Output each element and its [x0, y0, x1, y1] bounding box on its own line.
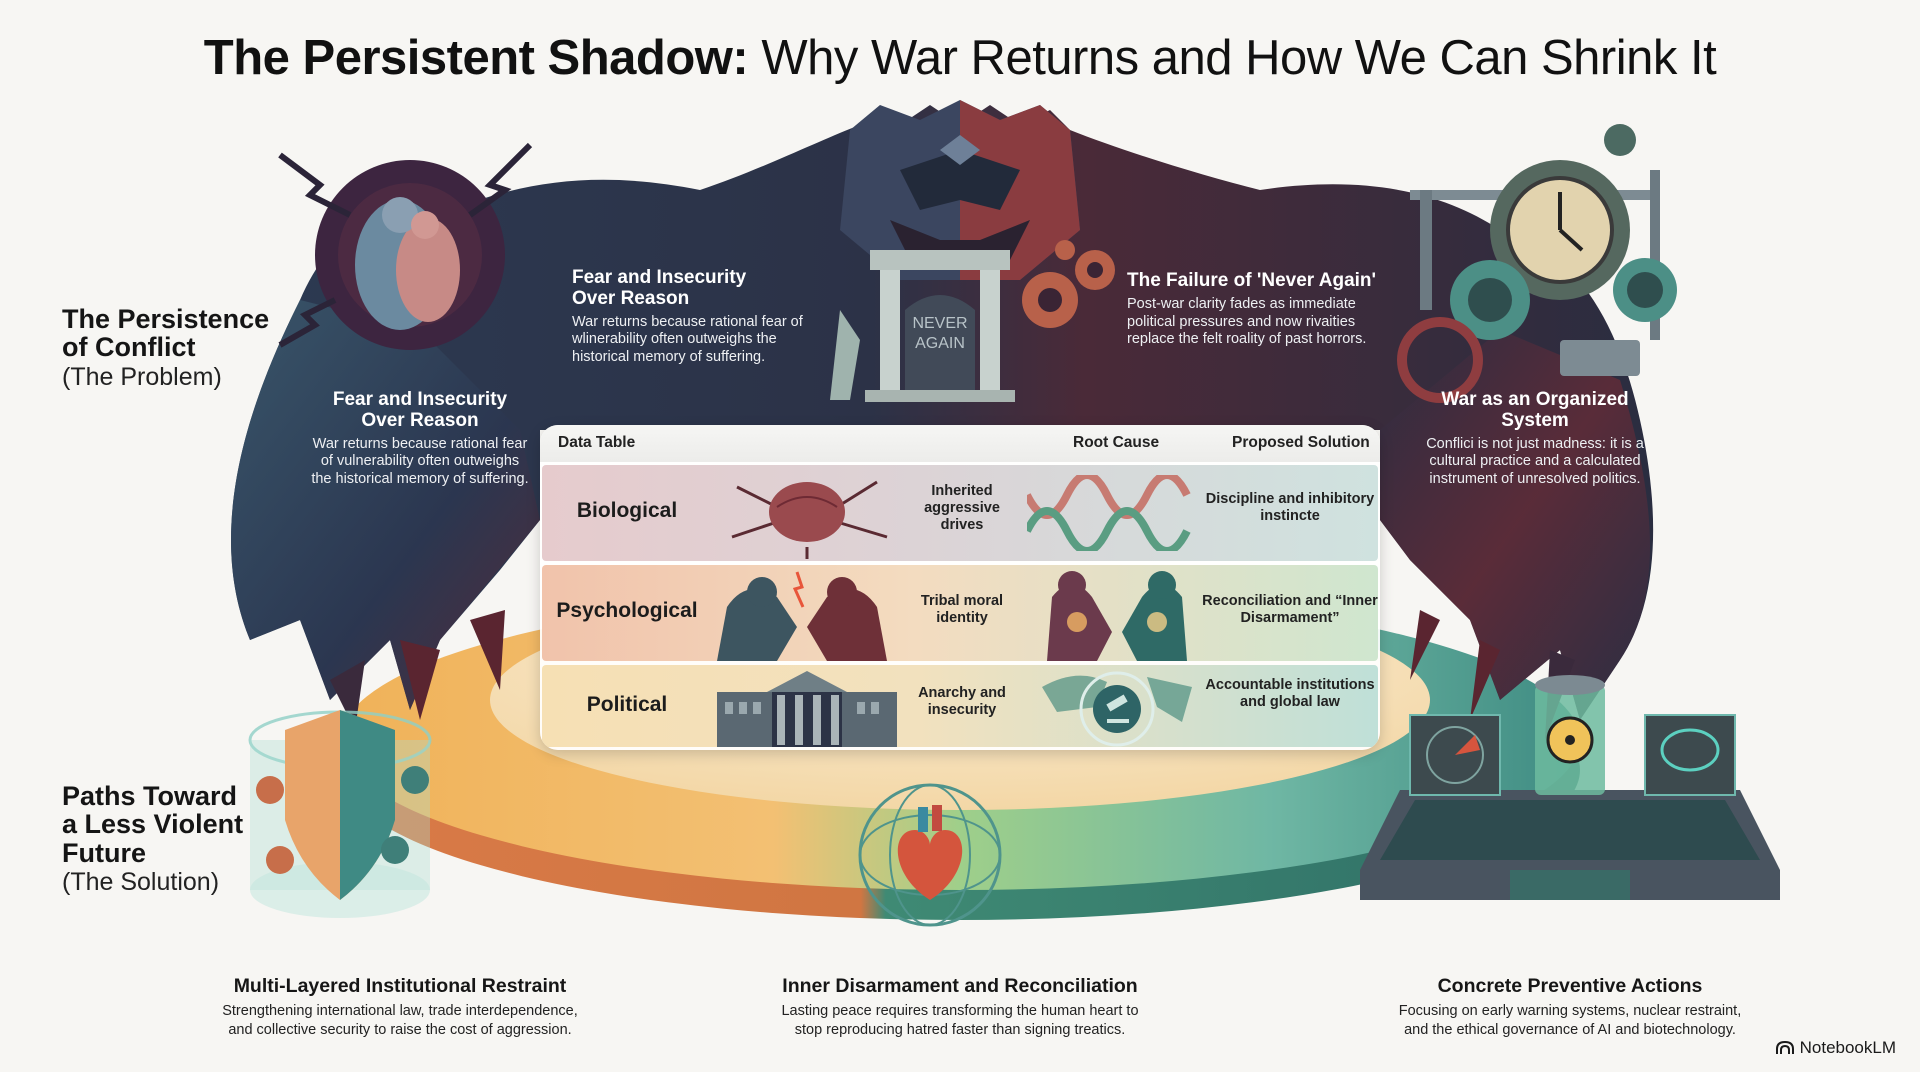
solution-preventive-actions: Concrete Preventive Actions Focusing on …: [1370, 975, 1770, 1040]
row-root-cause: Anarchy and insecurity: [918, 685, 1006, 719]
solution-heading-line2: a Less Violent: [62, 809, 244, 840]
fear-left-heading-1: Fear and Insecurity: [332, 389, 508, 410]
table-label: Data Table: [558, 434, 636, 451]
fear-top-body: War returns because rational fear of wli…: [572, 313, 803, 366]
row-solution: Reconciliation and “Inner Disarmament”: [1202, 593, 1378, 627]
never-again-body: Post-war clarity fades as immediate poli…: [1127, 295, 1367, 348]
column-header-proposed-solution: Proposed Solution: [1232, 434, 1370, 451]
brand-label: NotebookLM: [1799, 1038, 1896, 1057]
fear-left-body: War returns because rational fear of vul…: [311, 435, 529, 488]
problem-point-fear-top: Fear and Insecurity Over Reason War retu…: [572, 267, 817, 367]
solution-institutional-restraint: Multi-Layered Institutional Restraint St…: [190, 975, 610, 1040]
solution-body-1: Focusing on early warning systems, nucle…: [1398, 1003, 1742, 1019]
solution-heading: Inner Disarmament and Reconciliation: [782, 975, 1138, 997]
problem-heading-line2: of Conflict: [62, 332, 196, 363]
clockwork-machine-icon: [1397, 124, 1677, 403]
column-header-root-cause: Root Cause: [1073, 434, 1160, 451]
row-category: Political: [586, 693, 668, 716]
handshake-figures-icon: [1047, 571, 1187, 661]
solution-body-1: Lasting peace requires transforming the …: [781, 1003, 1139, 1019]
svg-text:NEVER: NEVER: [912, 315, 967, 332]
gears-icon: [1022, 240, 1115, 328]
data-table: Data Table Root Cause Proposed Solution …: [540, 425, 1380, 750]
solution-heading-line3: Future: [62, 837, 146, 868]
dna-helix-icon: [1027, 475, 1191, 551]
problem-point-never-again: The Failure of 'Never Again' Post-war cl…: [1127, 270, 1387, 349]
solution-subheading: (The Solution): [62, 868, 220, 897]
government-building-icon: [717, 671, 897, 747]
fear-top-heading-1: Fear and Insecurity: [572, 267, 747, 288]
solution-section-label: Paths Toward a Less Violent Future (The …: [62, 781, 244, 897]
row-root-cause: Tribal moral identity: [920, 593, 1004, 627]
table-row-psychological: Psychological Tribal moral identity Reco…: [542, 565, 1378, 661]
organized-system-body: Conflici is not just madness: it is a cu…: [1426, 435, 1644, 488]
title-light: Why War Returns and How We Can Shrink It: [748, 31, 1717, 85]
solution-heading: Multi-Layered Institutional Restraint: [233, 975, 567, 997]
problem-point-organized-system: War as an Organized System Conflici is n…: [1415, 389, 1655, 489]
title-bold: The Persistent Shadow:: [203, 31, 749, 85]
page-title: The Persistent Shadow: Why War Returns a…: [0, 30, 1920, 86]
table-row-political: Political Anarchy and insecurity Account…: [542, 665, 1378, 747]
organized-system-heading-1: War as an Organized: [1441, 389, 1629, 410]
never-again-monument-icon: NEVER AGAIN: [830, 250, 1015, 402]
fear-left-heading-2: Over Reason: [361, 409, 479, 431]
solution-inner-disarmament: Inner Disarmament and Reconciliation Las…: [740, 975, 1180, 1040]
svg-text:AGAIN: AGAIN: [915, 335, 965, 352]
problem-section-label: The Persistence of Conflict (The Problem…: [62, 305, 269, 390]
heart-sphere-icon: [858, 783, 1002, 927]
fear-top-heading-2: Over Reason: [572, 287, 690, 309]
globe-gavel-icon: [1042, 671, 1192, 747]
solution-heading: Concrete Preventive Actions: [1437, 975, 1703, 997]
row-category: Psychological: [556, 599, 698, 622]
huddled-figures-icon: [278, 142, 533, 350]
solution-body-2: and collective security to raise the cos…: [228, 1021, 572, 1038]
never-again-heading: The Failure of 'Never Again': [1127, 270, 1377, 291]
solution-body-1: Strengthening international law, trade i…: [222, 1003, 578, 1019]
row-category: Biological: [576, 499, 678, 522]
row-solution: Discipline and inhibitory instincte: [1205, 491, 1375, 525]
solution-body-2: stop reproducing hatred faster than sign…: [794, 1021, 1126, 1038]
notebooklm-logo-icon: [1775, 1041, 1794, 1054]
organized-system-heading-2: System: [1501, 409, 1569, 431]
problem-point-fear-left: Fear and Insecurity Over Reason War retu…: [310, 389, 530, 489]
solution-body-2: and the ethical governance of AI and bio…: [1404, 1021, 1736, 1038]
confronting-figures-icon: [717, 571, 887, 661]
row-root-cause: Inherited aggressive drives: [924, 483, 1000, 534]
notebooklm-brand: NotebookLM: [1775, 1038, 1896, 1058]
problem-heading-line1: The Persistence: [62, 304, 270, 334]
layered-shield-icon: [248, 710, 432, 918]
row-solution: Accountable institutions and global law: [1205, 677, 1375, 711]
control-console-icon: [1360, 675, 1780, 900]
solution-heading-line1: Paths Toward: [62, 781, 238, 811]
cracked-brain-icon: [731, 480, 888, 559]
table-header: Data Table Root Cause Proposed Solution: [540, 425, 1380, 462]
problem-subheading: (The Problem): [62, 362, 222, 391]
table-row-biological: Biological Inherited aggressive drives D…: [542, 465, 1378, 561]
